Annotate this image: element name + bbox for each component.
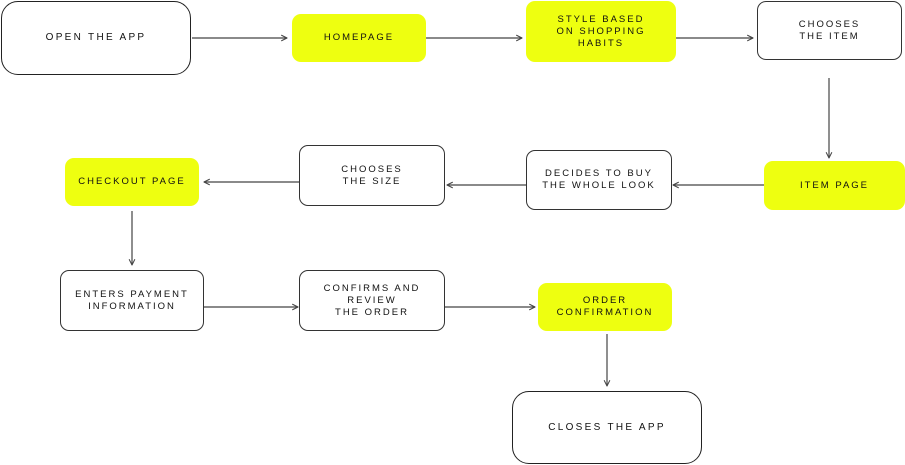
node-confirms-review: CONFIRMS AND REVIEW THE ORDER: [299, 270, 445, 331]
node-chooses-size: CHOOSES THE SIZE: [299, 145, 445, 206]
node-closes-app: CLOSES THE APP: [512, 391, 702, 464]
node-homepage: HOMEPAGE: [292, 14, 426, 62]
node-chooses-item: CHOOSES THE ITEM: [757, 1, 902, 60]
node-item-page: ITEM PAGE: [764, 161, 905, 210]
node-order-confirmation: ORDER CONFIRMATION: [538, 283, 672, 331]
node-enters-payment: ENTERS PAYMENT INFORMATION: [60, 270, 204, 331]
node-decides-to-buy: DECIDES TO BUY THE WHOLE LOOK: [526, 150, 672, 210]
node-checkout-page: CHECKOUT PAGE: [65, 158, 199, 206]
node-style-based: STYLE BASED ON SHOPPING HABITS: [526, 1, 676, 62]
node-open-app: OPEN THE APP: [1, 1, 191, 75]
